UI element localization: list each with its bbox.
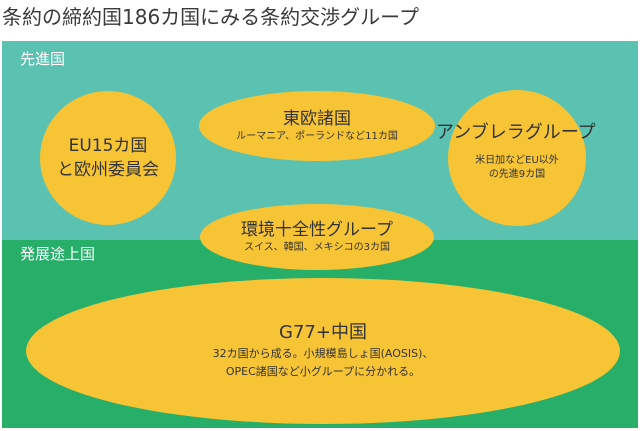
eu-group-ellipse: EU15カ国 と欧州委員会: [40, 91, 176, 225]
umbrella-group-ellipse: アンブレラグループ 米日加などEU以外 の先進9カ国: [436, 90, 596, 226]
g77-china-group-desc-line1: 32カ国から成る。小規模島しょ国(AOSIS)、: [212, 347, 434, 360]
developing-countries-label: 発展途上国: [20, 245, 96, 263]
umbrella-group-name: アンブレラグループ: [436, 122, 596, 143]
g77-china-group-ellipse: G77+中国 32カ国から成る。小規模島しょ国(AOSIS)、 OPEC諸国など…: [26, 278, 620, 424]
g77-china-group-desc-line2: OPEC諸国など小グループに分かれる。: [225, 365, 421, 378]
developed-countries-label: 先進国: [20, 50, 66, 68]
diagram-title: 条約の締約国186カ国にみる条約交渉グループ: [2, 5, 419, 29]
environmental-integrity-group-members: スイス、韓国、メキシコの3カ国: [243, 241, 391, 253]
eastern-europe-group-ellipse: 東欧諸国 ルーマニア、ポーランドなど11カ国: [199, 91, 435, 161]
eastern-europe-group-members: ルーマニア、ポーランドなど11カ国: [236, 130, 398, 142]
umbrella-group-members-line1: 米日加などEU以外: [475, 155, 559, 166]
environmental-integrity-group-name: 環境十全性グループ: [241, 219, 393, 240]
eu-group-name-line1: EU15カ国: [68, 136, 148, 156]
eastern-europe-group-name: 東欧諸国: [283, 108, 351, 129]
umbrella-group-members-line2: の先進9カ国: [488, 169, 546, 180]
eu-group-name-line2: と欧州委員会: [57, 160, 159, 180]
environmental-integrity-group-ellipse: 環境十全性グループ スイス、韓国、メキシコの3カ国: [200, 204, 434, 270]
g77-china-group-name: G77+中国: [279, 322, 367, 343]
